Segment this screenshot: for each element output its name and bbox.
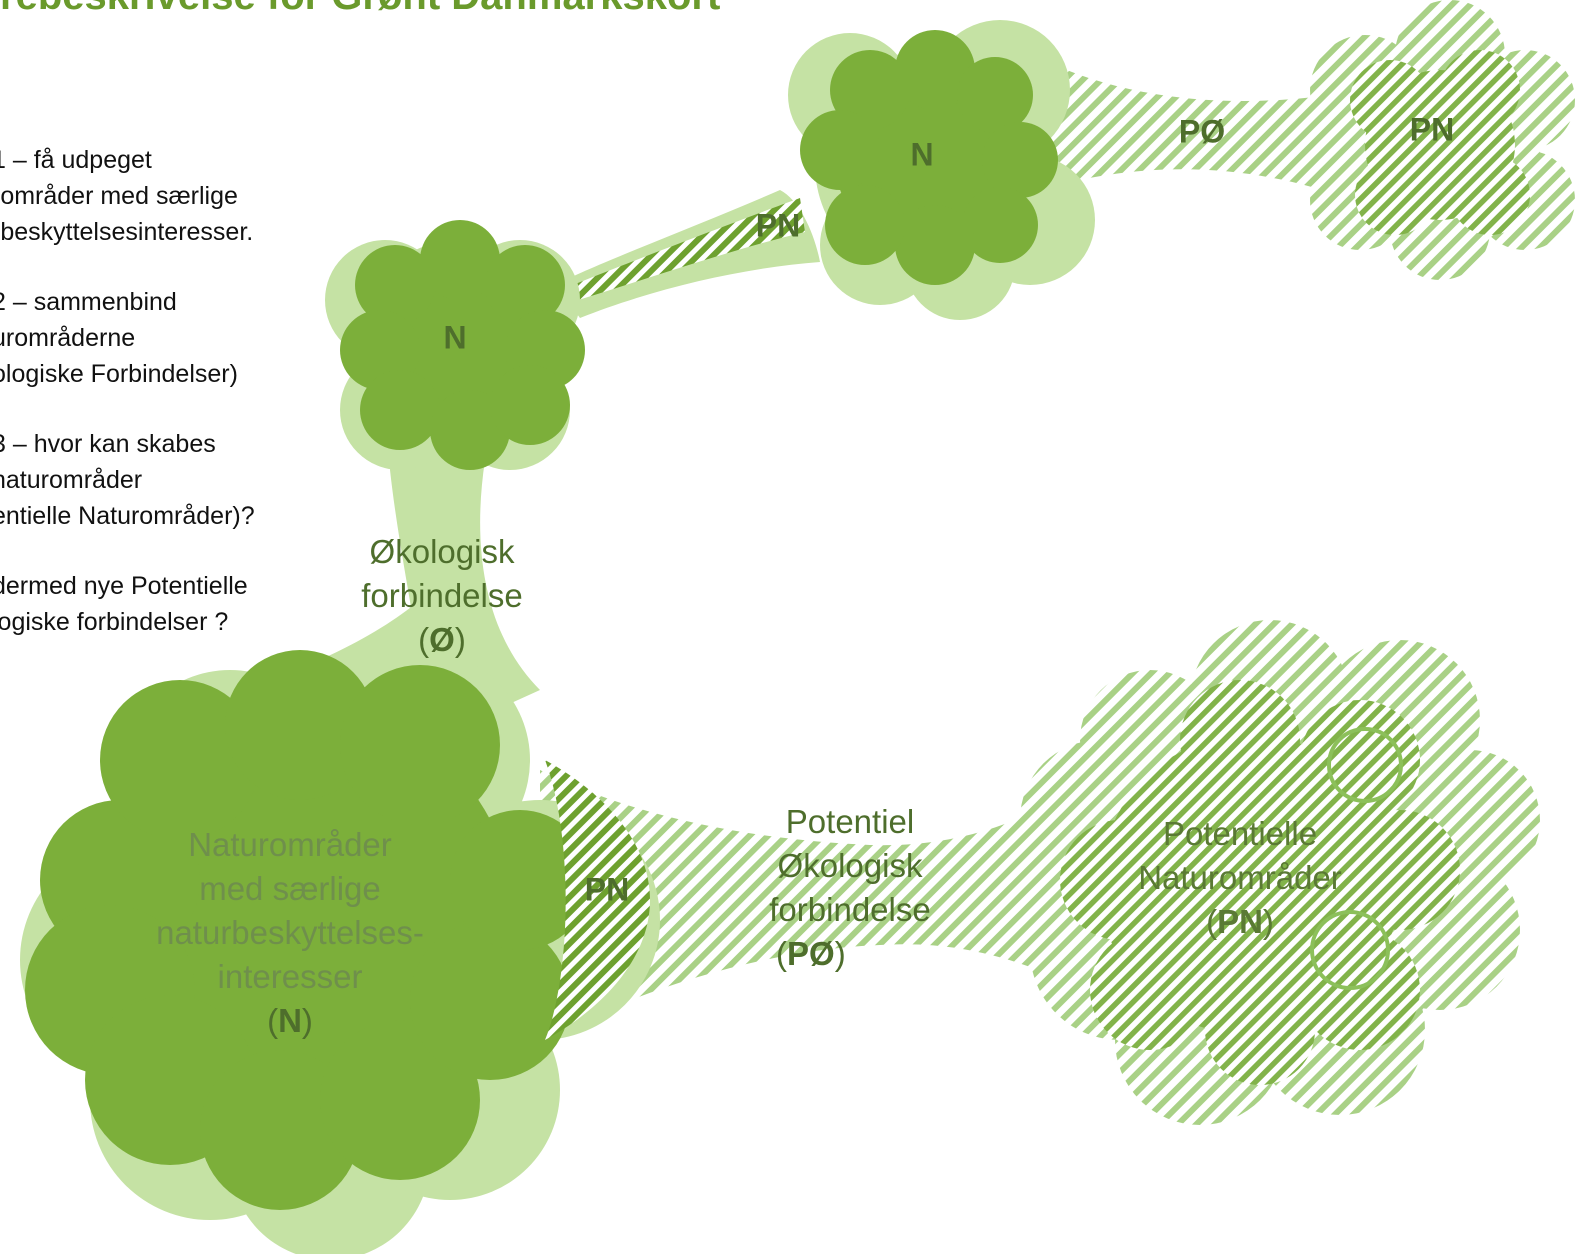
small-cloud-upper [1327, 727, 1403, 803]
eco-connection-label: Økologisk forbindelse (Ø) [342, 530, 542, 662]
step-2-line-3: ologiske Forbindelser) [0, 360, 238, 388]
process-steps: 1 – få udpeget rområder med særlige rbes… [0, 142, 352, 674]
corridor-top-right [1040, 58, 1352, 200]
potential-area-bottom-right-core [1060, 680, 1460, 1085]
tag-n-mid: N [443, 319, 467, 356]
potential-nature-areas-label: Potentielle Naturområder (PN) [1120, 812, 1360, 944]
potential-nature-abbr: (PN) [1120, 900, 1360, 944]
abbr-code: Ø [429, 621, 455, 658]
step-2: 2 – sammenbind urområderne ologiske Forb… [0, 284, 352, 392]
nature-areas-label: Naturområder med særlige naturbeskyttels… [120, 823, 460, 1043]
nature-area-mid-left [340, 220, 585, 470]
step-1-line-2: rområder med særlige [0, 182, 238, 210]
abbr-close: ) [454, 621, 466, 658]
abbr-code: PØ [787, 935, 835, 972]
abbr-open: ( [267, 1002, 279, 1039]
step-1-line-3: rbeskyttelsesinteresser. [0, 218, 254, 246]
potential-eco-line-2: Økologisk [777, 847, 923, 884]
nature-area-bottom-left [25, 650, 590, 1210]
abbr-code: PN [1217, 903, 1263, 940]
potential-nature-line-1: Potentielle [1162, 815, 1318, 852]
abbr-close: ) [834, 935, 846, 972]
potential-area-top-right-core [1350, 50, 1530, 235]
tag-pn-lower-link: PN [584, 871, 630, 908]
potential-nature-line-2: Naturområder [1138, 859, 1342, 896]
potential-eco-line-3: forbindelse [769, 891, 931, 928]
nature-area-top-mid [800, 30, 1058, 285]
tag-po-upper-link: PØ [1178, 113, 1226, 150]
step-4-line-1: dermed nye Potentielle [0, 572, 248, 600]
step-4: dermed nye Potentielle logiske forbindel… [0, 568, 352, 640]
nature-areas-line-1: Naturområder [188, 826, 392, 863]
step-3-line-3: entielle Naturområder)? [0, 502, 255, 530]
abbr-open: ( [1206, 903, 1218, 940]
potential-eco-line-1: Potentiel [785, 803, 915, 840]
eco-connection-line-2: forbindelse [361, 577, 523, 614]
potential-eco-connection-label: Potentiel Økologisk forbindelse (PØ) [740, 800, 960, 976]
step-3-line-1: 3 – hvor kan skabes [0, 430, 216, 458]
nature-areas-abbr: (N) [120, 999, 460, 1043]
nature-areas-line-2: med særlige [199, 870, 381, 907]
abbr-open: ( [776, 935, 787, 972]
tag-n-top: N [910, 136, 934, 173]
step-1-line-1: 1 – få udpeget [0, 146, 152, 174]
potential-eco-abbr: (PØ) [740, 932, 960, 976]
diagram-title: rebeskrivelse for Grønt Danmarkskort [0, 0, 720, 19]
eco-connection-abbr: (Ø) [342, 618, 542, 662]
tag-pn-top-right: PN [1409, 111, 1455, 148]
step-2-line-1: 2 – sammenbind [0, 288, 177, 316]
step-3: 3 – hvor kan skabes naturområder entiell… [0, 426, 352, 534]
abbr-close: ) [301, 1002, 313, 1039]
corridor-bottom [540, 770, 1100, 1040]
abbr-close: ) [1262, 903, 1274, 940]
step-4-line-2: logiske forbindelser ? [0, 608, 229, 636]
step-2-line-2: urområderne [0, 324, 136, 352]
nature-areas-line-4: interesser [217, 958, 363, 995]
hatch-upper-link [565, 198, 805, 302]
abbr-code: N [278, 1002, 302, 1039]
abbr-open: ( [418, 621, 430, 658]
hatch-bottom-left-pn [545, 760, 650, 1040]
step-3-line-2: naturområder [0, 466, 143, 494]
nature-areas-line-3: naturbeskyttelses- [156, 914, 424, 951]
small-cloud-lower [1310, 910, 1390, 990]
step-1: 1 – få udpeget rområder med særlige rbes… [0, 142, 352, 250]
tag-pn-upper-link: PN [755, 207, 801, 244]
eco-connection-line-1: Økologisk [369, 533, 515, 570]
